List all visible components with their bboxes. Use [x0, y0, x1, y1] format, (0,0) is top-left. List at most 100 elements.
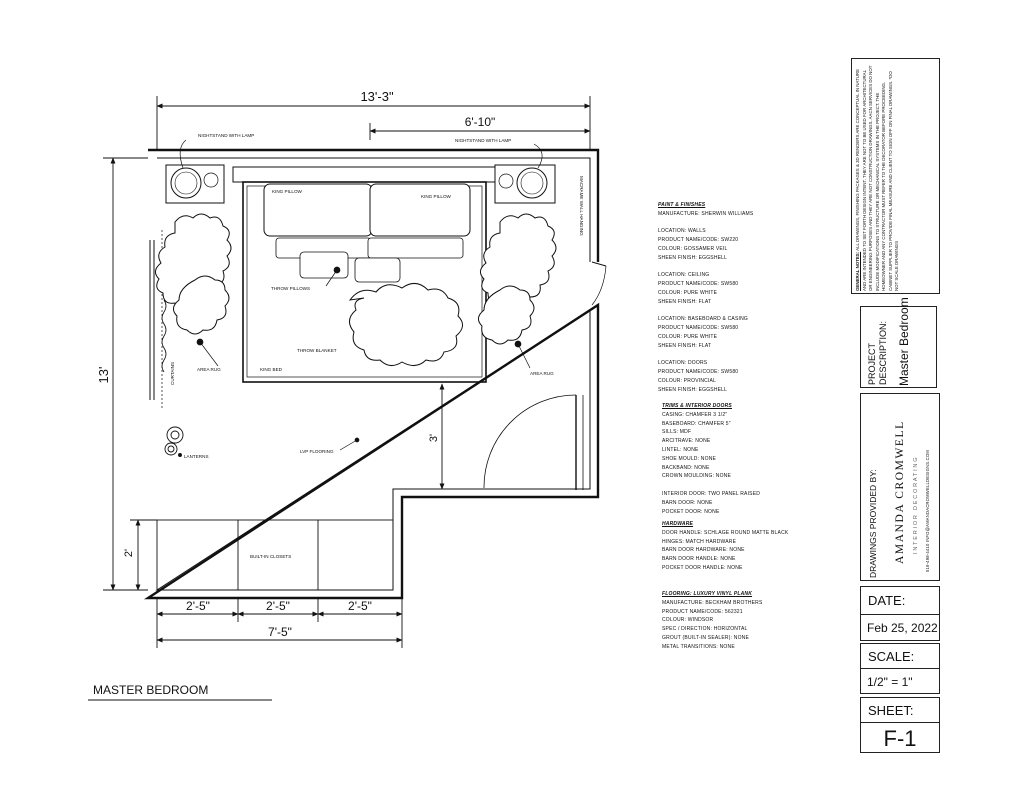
project-description-value: Master Bedroom	[897, 297, 911, 386]
drawings-provided-label: DRAWINGS PROVIDED BY:	[868, 469, 878, 578]
room-title: MASTER BEDROOM	[93, 683, 209, 697]
lanterns	[164, 426, 184, 456]
general-notes-text: ALL DRAWINGS, FINISHING PACKAGES & 3D RE…	[855, 65, 899, 291]
label-throw-blanket: THROW BLANKET	[297, 348, 337, 353]
trims-note-line: BASEBOARD: CHAMFER 5"	[662, 420, 731, 427]
paint-note-line: PRODUCT NAME/CODE: SW220	[658, 237, 739, 244]
scale-label: SCALE:	[868, 649, 915, 664]
room-walls	[143, 148, 600, 600]
flooring-note-line: METAL TRANSITIONS: NONE	[662, 643, 735, 650]
label-throw-pillows: THROW PILLOWS	[271, 286, 310, 291]
entry-door	[483, 394, 584, 490]
dim-closet-1: 2'-5"	[186, 599, 210, 613]
trims-note-line: CASING: CHAMFER 3 1/2"	[662, 411, 728, 418]
hardware-note-line: DOOR HANDLE: SCHLAGE ROUND MATTE BLACK	[662, 529, 789, 536]
label-king-pillow-right: KING PILLOW	[421, 194, 452, 199]
trims-note-line: BACKBAND: NONE	[662, 464, 710, 471]
dim-closet-depth: 2'	[123, 549, 135, 557]
paint-note-line: SHEEN FINISH: EGGSHELL	[658, 254, 728, 261]
hardware-heading: HARDWARE	[662, 521, 694, 527]
flooring-lines: MANUFACTURE: BECKHAM BROTHERS PRODUCT NAM…	[662, 599, 763, 652]
nightstand-left	[165, 164, 225, 204]
dim-overall-width: 13'-3"	[360, 89, 394, 104]
paint-note-line: LOCATION: DOORS	[658, 360, 708, 367]
paint-note-line	[658, 263, 753, 272]
paint-note-line: COLOUR: PURE WHITE	[658, 289, 718, 296]
dim-overall-height: 13'	[96, 367, 111, 384]
label-king-bed: KING BED	[260, 367, 283, 372]
company-name: AMANDA CROMWELL	[894, 420, 906, 564]
trims-note-line	[662, 481, 760, 490]
label-macrame: MACRAME WALL HANGING	[579, 176, 584, 236]
dim-headboard-width: 6'-10"	[465, 115, 496, 129]
flooring-note-line: MANUFACTURE: BECKHAM BROTHERS	[662, 599, 763, 606]
hardware-note-line: BARN DOOR HANDLE: NONE	[662, 556, 736, 563]
paint-note-line: SHEEN FINISH: EGGSHELL	[658, 386, 728, 393]
label-area-rug-left: AREA RUG	[197, 367, 221, 372]
sheet-label-box: SHEET:	[860, 697, 940, 723]
label-area-rug-right: AREA RUG	[530, 371, 554, 376]
bed	[232, 166, 496, 383]
plant-left	[155, 213, 232, 335]
dim-bed-clearance: 3'	[428, 434, 440, 442]
flooring-note-line: SPEC / DIRECTION: HORIZONTAL	[662, 626, 748, 633]
flooring-heading: FLOORING: LUXURY VINYL PLANK	[662, 591, 753, 597]
label-curtains: CURTAINS	[170, 362, 175, 385]
paint-note-line: PRODUCT NAME/CODE: SW580	[658, 369, 739, 376]
paint-heading: PAINT & FINISHES	[658, 202, 706, 208]
paint-note-line	[658, 307, 753, 316]
company-contact: 519-498-4410 INFO@AMANDACROMWELLDESIGNS.…	[925, 450, 930, 572]
paint-note-line: LOCATION: BASEBOARD & CASING	[658, 316, 748, 323]
sheet-value-box: F-1	[860, 722, 940, 753]
flooring-note-line: PRODUCT NAME/CODE: 562321	[662, 608, 743, 615]
paint-note-line: COLOUR: PROVINCIAL	[658, 377, 717, 384]
paint-note-line: SHEEN FINISH: FLAT	[658, 298, 712, 305]
label-king-pillow-left: KING PILLOW	[272, 189, 303, 194]
trims-note-line: LINTEL: NONE	[662, 446, 699, 453]
trims-note-line: BARN DOOR: NONE	[662, 499, 713, 506]
paint-note-line: LOCATION: CEILING	[658, 272, 710, 279]
plant-right	[478, 213, 557, 345]
trims-lines: CASING: CHAMFER 3 1/2" BASEBOARD: CHAMFER…	[662, 411, 760, 517]
trims-note-line: CROWN MOULDING: NONE	[662, 473, 731, 480]
trims-note-line: ARCITRAVE: NONE	[662, 438, 711, 445]
label-built-in-closets: BUILT-IN CLOSETS	[250, 554, 291, 559]
trims-note-line: POCKET DOOR: NONE	[662, 508, 720, 515]
flooring-note-line: GROUT (BUILT-IN SEALER): NONE	[662, 634, 750, 641]
company-tagline: INTERIOR DECORATING	[913, 455, 919, 554]
paint-note-line: LOCATION: WALLS	[658, 228, 706, 235]
trims-note-line: SILLS: MDF	[662, 429, 692, 436]
nightstand-right	[494, 164, 556, 204]
paint-note-line: COLOUR: PURE WHITE	[658, 333, 718, 340]
paint-note-line: PRODUCT NAME/CODE: SW580	[658, 325, 739, 332]
paint-lines: MANUFACTURE: SHERWIN WILLIAMS LOCATION: …	[658, 210, 753, 395]
paint-note-line: COLOUR: GOSSAMER VEIL	[658, 245, 728, 252]
date-value-box: Feb 25, 2022	[860, 614, 940, 641]
flooring-note-line: COLOUR: WINDSOR	[662, 617, 714, 624]
paint-note-line: SHEEN FINISH: FLAT	[658, 342, 712, 349]
trims-notes: TRIMS & INTERIOR DOORS CASING: CHAMFER 3…	[662, 402, 760, 516]
scale-value-box: 1/2" = 1"	[860, 668, 940, 694]
sheet-value: F-1	[883, 726, 917, 751]
hardware-lines: DOOR HANDLE: SCHLAGE ROUND MATTE BLACK HI…	[662, 529, 788, 573]
hardware-note-line: HINGES: MATCH HARDWARE	[662, 538, 737, 545]
scale-label-box: SCALE:	[860, 643, 940, 669]
label-lvp-flooring: LVP FLOORING	[300, 449, 334, 454]
label-nightstand-right: NIGHTSTAND WITH LAMP	[455, 138, 511, 143]
throw-blanket-shape	[348, 283, 463, 366]
side-door	[591, 261, 607, 306]
hardware-note-line: POCKET DOOR HANDLE: NONE	[662, 564, 743, 571]
dimension-lines	[103, 96, 591, 648]
date-label-box: DATE:	[860, 586, 940, 615]
paint-note-line	[658, 351, 753, 360]
general-notes-box: GENERAL NOTES: ALL DRAWINGS, FINISHING P…	[851, 58, 940, 294]
dim-closet-3: 2'-5"	[348, 599, 372, 613]
scale-value: 1/2" = 1"	[867, 675, 913, 689]
paint-note-line: PRODUCT NAME/CODE: SW580	[658, 281, 739, 288]
project-description-box: PROJECT DESCRIPTION: Master Bedroom	[860, 297, 937, 388]
paint-note-line: MANUFACTURE: SHERWIN WILLIAMS	[658, 210, 754, 217]
hardware-note-line: BARN DOOR HARDWARE: NONE	[662, 547, 745, 554]
date-value: Feb 25, 2022	[867, 621, 938, 635]
trims-note-line: INTERIOR DOOR: TWO PANEL RAISED	[662, 490, 761, 497]
